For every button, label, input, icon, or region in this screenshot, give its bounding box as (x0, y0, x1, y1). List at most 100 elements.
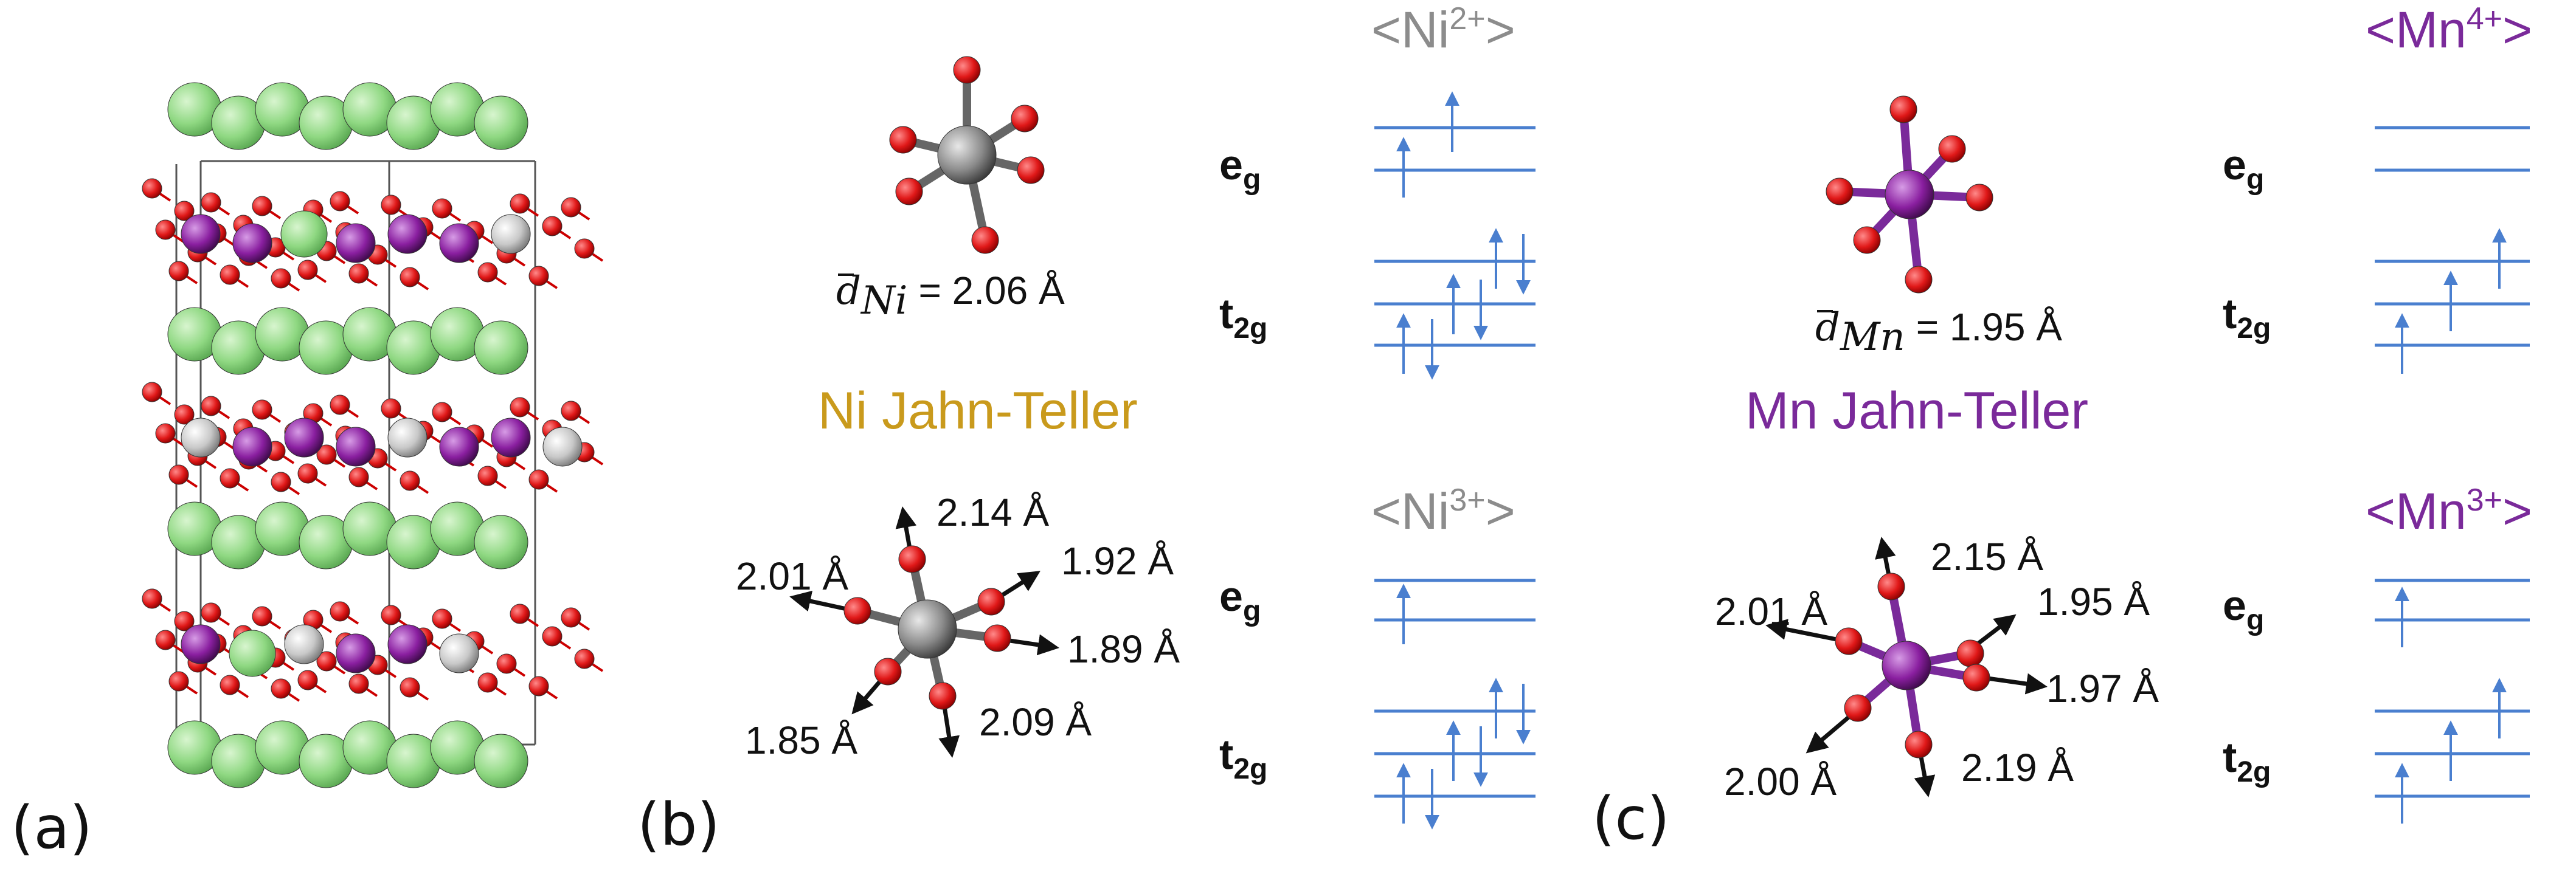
lithium-atom (474, 95, 528, 150)
oxygen-atom (432, 608, 452, 629)
metal-atom (491, 418, 531, 458)
oxygen-atom (174, 404, 195, 425)
oxygen-atom (252, 399, 272, 420)
oxygen-atom (1889, 95, 1917, 123)
lithium-atom (474, 734, 528, 788)
ni-octahedron-regular (889, 56, 1045, 254)
oxygen-atom (542, 626, 563, 647)
ni2-eg-label: eg (1219, 141, 1261, 196)
oxygen-atom (155, 630, 176, 650)
oxygen-atom (971, 226, 999, 254)
mn-distance-upper-right: 1.95 Å (2037, 580, 2150, 624)
oxygen-atom (297, 670, 318, 690)
ni-jahn-teller-title: Ni Jahn-Teller (818, 382, 1138, 440)
oxygen-atom (316, 444, 337, 465)
metal-atom (336, 427, 376, 467)
mn-distance-upper-left: 2.01 Å (1715, 590, 1827, 633)
metal-atom (336, 223, 376, 263)
mn-octahedron-regular (1826, 95, 1993, 294)
ni-distance-up: 2.14 Å (937, 490, 1049, 534)
oxygen-atom (953, 56, 981, 84)
ni-distance-upper-right: 1.92 Å (1061, 539, 1174, 583)
oxygen-atom (574, 649, 595, 669)
oxygen-atom (496, 653, 517, 674)
oxygen-atom (201, 396, 221, 416)
metal-atom (284, 418, 324, 458)
oxygen-atom (574, 238, 595, 259)
mn3-t2g-label: t2g (2223, 734, 2271, 788)
oxygen-atom (561, 401, 581, 421)
oxygen-atom (142, 588, 162, 609)
mn3-ion-label: <Mn3+> (2366, 483, 2532, 540)
ni2-ion-label: <Ni2+> (1371, 1, 1515, 58)
metal-atom (439, 223, 479, 263)
oxygen-atom (477, 672, 498, 693)
ni-distance-lower-left: 1.85 Å (745, 718, 857, 762)
mn-avg-value: = 1.95 Å (1916, 305, 2063, 349)
metal-atom (336, 633, 376, 673)
metal-atom (387, 214, 428, 254)
oxygen-atom (330, 394, 350, 415)
oxygen-atom (874, 658, 902, 686)
oxygen-atom (400, 677, 420, 698)
oxygen-atom (929, 682, 957, 710)
oxygen-atom (1965, 184, 1993, 212)
oxygen-atom (1844, 694, 1872, 722)
ni-distance-down: 2.09 Å (979, 700, 1092, 744)
oxygen-atom (201, 602, 221, 623)
mn-average-distance: dMn= 1.95 Å (1815, 305, 2062, 360)
oxygen-atom (432, 198, 452, 219)
oxygen-atom (348, 673, 369, 694)
oxygen-atom (142, 382, 162, 402)
oxygen-atom (528, 266, 549, 286)
oxygen-atom (528, 676, 549, 697)
ni-avg-subscript: Ni (860, 278, 907, 323)
oxygen-atom (561, 197, 581, 218)
oxygen-atom (174, 611, 195, 631)
oxygen-atom (1962, 664, 1990, 692)
oxygen-atom (168, 464, 189, 485)
oxygen-atom (155, 219, 176, 240)
oxygen-atom (1826, 177, 1854, 205)
mn-distance-right: 1.97 Å (2046, 667, 2159, 711)
oxygen-atom (271, 678, 291, 699)
oxygen-atom (252, 606, 272, 627)
ni-avg-value: = 2.06 Å (918, 269, 1065, 312)
mn3-eg-label: eg (2223, 582, 2264, 636)
mn4-t2g-label: t2g (2223, 290, 2271, 345)
ni2-t2g-label: t2g (1219, 290, 1267, 345)
lithium-atom (474, 515, 528, 569)
oxygen-atom (271, 472, 291, 492)
oxygen-atom (381, 398, 401, 419)
oxygen-atom (432, 402, 452, 422)
mn-jahn-teller-title: Mn Jahn-Teller (1745, 382, 2088, 440)
ni3-ion-label: <Ni3+> (1371, 483, 1515, 540)
metal-atom (232, 223, 272, 263)
oxygen-atom (252, 196, 272, 216)
ni3-t2g-label: t2g (1219, 731, 1267, 785)
mn-distance-down: 2.19 Å (1961, 746, 2074, 790)
oxygen-atom (510, 193, 530, 214)
oxygen-atom (561, 607, 581, 628)
oxygen-atom (898, 545, 926, 573)
metal-atom (284, 624, 324, 664)
oxygen-atom (220, 264, 240, 285)
oxygen-atom (983, 624, 1011, 652)
oxygen-atom (510, 397, 530, 418)
mn-energy-levels (2375, 126, 2530, 824)
oxygen-atom (155, 423, 176, 444)
oxygen-atom (510, 604, 530, 624)
metal-atom (387, 418, 428, 458)
metal-atom (229, 630, 276, 677)
oxygen-atom (330, 601, 350, 622)
oxygen-atom (477, 262, 498, 283)
oxygen-atom (220, 468, 240, 489)
metal-atom (181, 418, 221, 458)
metal-atom (181, 214, 221, 254)
oxygen-atom (400, 267, 420, 287)
oxygen-atom (220, 675, 240, 695)
oxygen-atom (330, 191, 350, 212)
oxygen-atom (381, 194, 401, 215)
oxygen-atom (889, 126, 917, 154)
oxygen-atom (1017, 156, 1045, 184)
